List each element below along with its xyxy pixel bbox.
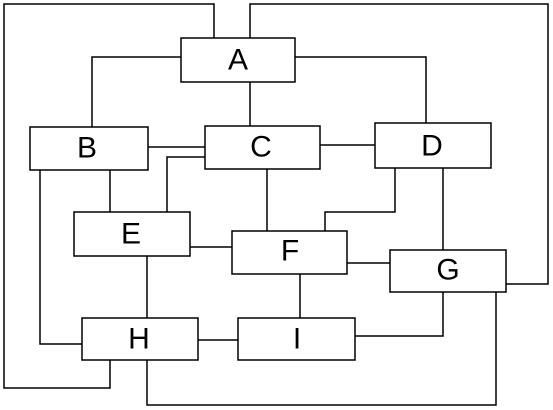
node-e-box (73, 211, 191, 257)
node-g: G (389, 249, 507, 293)
edge-h-g (146, 291, 497, 406)
node-i-label: I (293, 323, 301, 356)
node-h-box (81, 317, 199, 361)
node-i-box (237, 317, 356, 361)
node-i: I (237, 317, 356, 361)
node-f: F (231, 230, 348, 275)
node-h: H (81, 317, 199, 361)
node-b-label: B (77, 132, 97, 165)
node-e-label: E (121, 218, 141, 251)
edge-a-b (91, 56, 182, 128)
node-h-label: H (128, 323, 150, 356)
edge-i-g (354, 291, 444, 337)
node-c-label: C (250, 131, 272, 164)
node-a-label: A (228, 44, 248, 77)
node-f-box (231, 230, 348, 275)
node-g-box (389, 249, 507, 293)
node-b: B (29, 126, 149, 171)
edges-group (3, 3, 549, 406)
edge-a-h (3, 3, 215, 389)
node-b-box (29, 126, 149, 171)
edge-b-h (39, 169, 83, 345)
node-a: A (180, 37, 296, 83)
node-a-box (180, 37, 296, 83)
node-c-box (204, 125, 321, 170)
node-d-box (374, 122, 492, 169)
edge-a-g (249, 3, 549, 285)
node-e: E (73, 211, 191, 257)
node-d: D (374, 122, 492, 169)
node-f-label: F (281, 235, 299, 268)
edge-c-e (166, 156, 206, 213)
node-c: C (204, 125, 321, 170)
edge-a-d (294, 56, 427, 124)
edge-d-f (324, 167, 396, 232)
node-g-label: G (436, 254, 459, 287)
node-d-label: D (421, 130, 443, 163)
